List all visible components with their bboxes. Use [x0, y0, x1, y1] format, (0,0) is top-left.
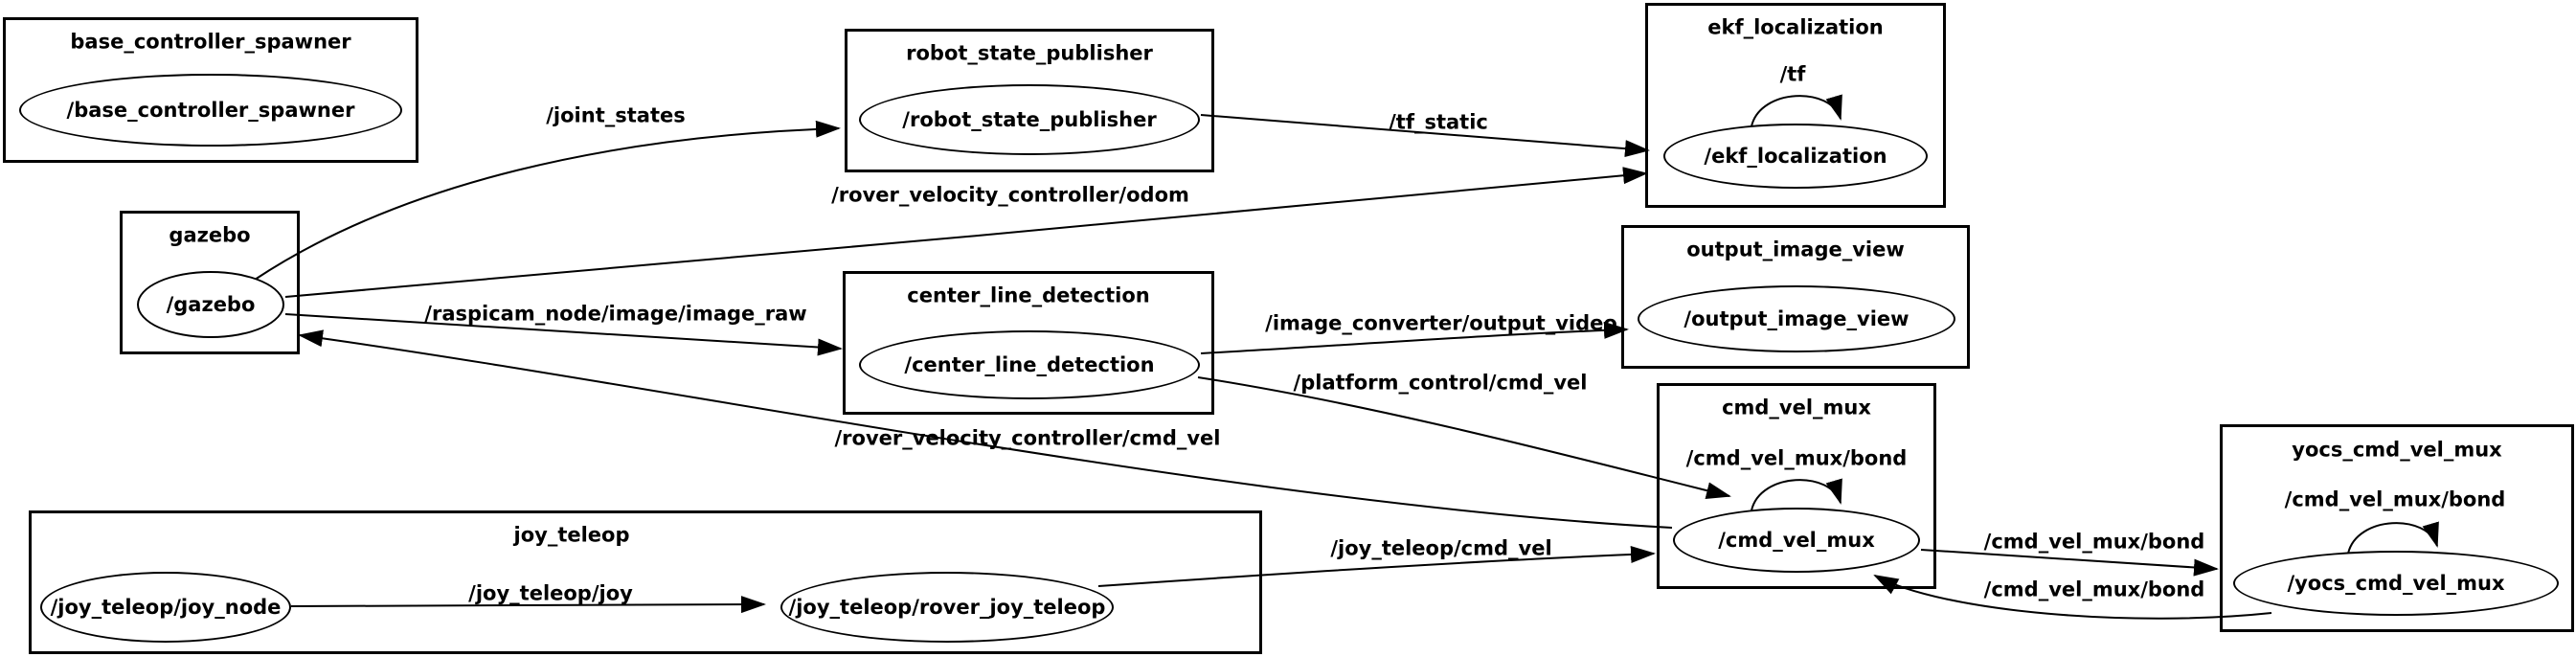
node-ellipse-ekf-localization-0: /ekf_localization: [1663, 124, 1928, 189]
node-group-box-center-line-detection: [843, 271, 1214, 415]
edge-raspicam-node-image-image-raw: [284, 313, 843, 356]
edge-label-raspicam-node-image-image-raw: /raspicam_node/image/image_raw: [424, 302, 807, 326]
node-group-box-output-image-view: [1621, 225, 1970, 369]
node-group-box-cmd-vel-mux: [1657, 383, 1936, 589]
edge-rover-velocity-controller-cmd-vel: [298, 329, 1673, 529]
node-group-title-base-controller-spawner: base_controller_spawner: [70, 30, 351, 54]
node-group-box-robot-state-publisher: [845, 29, 1214, 172]
node-ellipse-label-center-line-detection-0: /center_line_detection: [904, 353, 1155, 376]
node-ellipse-cmd-vel-mux-0: /cmd_vel_mux: [1673, 508, 1920, 573]
edge-label-image-converter-output-video: /image_converter/output_video: [1265, 311, 1617, 335]
node-group-box-gazebo: [120, 211, 300, 354]
node-ellipse-base-controller-spawner-0: /base_controller_spawner: [19, 74, 402, 147]
node-group-title-robot-state-publisher: robot_state_publisher: [906, 41, 1153, 65]
edge-label-rover-velocity-controller-cmd-vel: /rover_velocity_controller/cmd_vel: [834, 426, 1221, 450]
edge-label-joint-states: /joint_states: [546, 103, 686, 127]
node-ellipse-yocs-cmd-vel-mux-0: /yocs_cmd_vel_mux: [2233, 551, 2559, 616]
node-ellipse-label-cmd-vel-mux-0: /cmd_vel_mux: [1718, 529, 1875, 552]
node-group-title-gazebo: gazebo: [169, 223, 251, 247]
edge-cmd-vel-mux-bond-out: [1920, 549, 2219, 577]
node-ellipse-joy-teleop-0: /joy_teleop/joy_node: [40, 572, 291, 643]
node-group-box-joy-teleop: [29, 510, 1262, 654]
node-ellipse-label-base-controller-spawner-0: /base_controller_spawner: [66, 99, 355, 122]
edge-label-joy-teleop-joy: /joy_teleop/joy: [468, 581, 633, 605]
node-group-title-output-image-view: output_image_view: [1686, 238, 1905, 261]
node-group-title-center-line-detection: center_line_detection: [907, 283, 1150, 307]
edge-joint-states: [254, 120, 841, 281]
node-group-box-ekf-localization: [1645, 3, 1946, 208]
edge-cmd-vel-mux-bond-self-loop: [1751, 478, 1842, 511]
node-group-box-yocs-cmd-vel-mux: [2220, 424, 2574, 632]
edge-label-cmd-vel-mux-bond-self-loop: /cmd_vel_mux/bond: [1685, 446, 1908, 470]
node-ellipse-joy-teleop-1: /joy_teleop/rover_joy_teleop: [780, 572, 1114, 643]
node-ellipse-label-joy-teleop-1: /joy_teleop/rover_joy_teleop: [788, 596, 1106, 619]
node-ellipse-robot-state-publisher-0: /robot_state_publisher: [859, 84, 1200, 155]
node-group-title-joy-teleop: joy_teleop: [513, 523, 630, 547]
node-ellipse-label-output-image-view-0: /output_image_view: [1683, 307, 1909, 330]
node-group-box-base-controller-spawner: [3, 17, 418, 163]
edge-cmd-vel-mux-bond-return: [1873, 575, 2272, 620]
edge-platform-control-cmd-vel: [1197, 376, 1731, 499]
edge-joy-teleop-joy: [290, 596, 766, 614]
node-group-title-yocs-cmd-vel-mux: yocs_cmd_vel_mux: [2292, 438, 2502, 462]
node-ellipse-label-robot-state-publisher-0: /robot_state_publisher: [902, 108, 1157, 131]
edge-label-yocs-cmd-vel-mux-bond-self-loop: /cmd_vel_mux/bond: [2284, 487, 2506, 511]
edge-label-cmd-vel-mux-bond-out: /cmd_vel_mux/bond: [1983, 530, 2205, 554]
edge-joy-teleop-cmd-vel: [1097, 545, 1656, 587]
edge-label-rover-velocity-controller-odom: /rover_velocity_controller/odom: [831, 183, 1189, 207]
node-ellipse-label-gazebo-0: /gazebo: [166, 293, 256, 316]
edge-yocs-cmd-vel-mux-bond-self-loop: [2347, 521, 2439, 555]
edge-label-platform-control-cmd-vel: /platform_control/cmd_vel: [1293, 371, 1588, 395]
edge-label-joy-teleop-cmd-vel: /joy_teleop/cmd_vel: [1330, 536, 1552, 560]
edge-tf-self-loop: [1751, 94, 1842, 127]
node-ellipse-output-image-view-0: /output_image_view: [1638, 285, 1955, 352]
node-ellipse-center-line-detection-0: /center_line_detection: [859, 330, 1200, 399]
edge-label-cmd-vel-mux-bond-return: /cmd_vel_mux/bond: [1983, 578, 2205, 601]
edge-image-converter-output-video: [1200, 321, 1629, 354]
node-group-title-cmd-vel-mux: cmd_vel_mux: [1722, 396, 1871, 419]
edge-label-tf-static: /tf_static: [1389, 110, 1488, 134]
node-group-title-ekf-localization: ekf_localization: [1707, 15, 1884, 39]
edge-tf-static: [1200, 114, 1650, 158]
node-ellipse-label-ekf-localization-0: /ekf_localization: [1704, 145, 1887, 168]
edge-rover-velocity-controller-odom: [284, 167, 1648, 298]
node-ellipse-gazebo-0: /gazebo: [137, 271, 284, 338]
node-ellipse-label-yocs-cmd-vel-mux-0: /yocs_cmd_vel_mux: [2287, 572, 2505, 595]
edge-label-tf-self-loop: /tf: [1779, 62, 1806, 86]
node-ellipse-label-joy-teleop-0: /joy_teleop/joy_node: [50, 596, 282, 619]
